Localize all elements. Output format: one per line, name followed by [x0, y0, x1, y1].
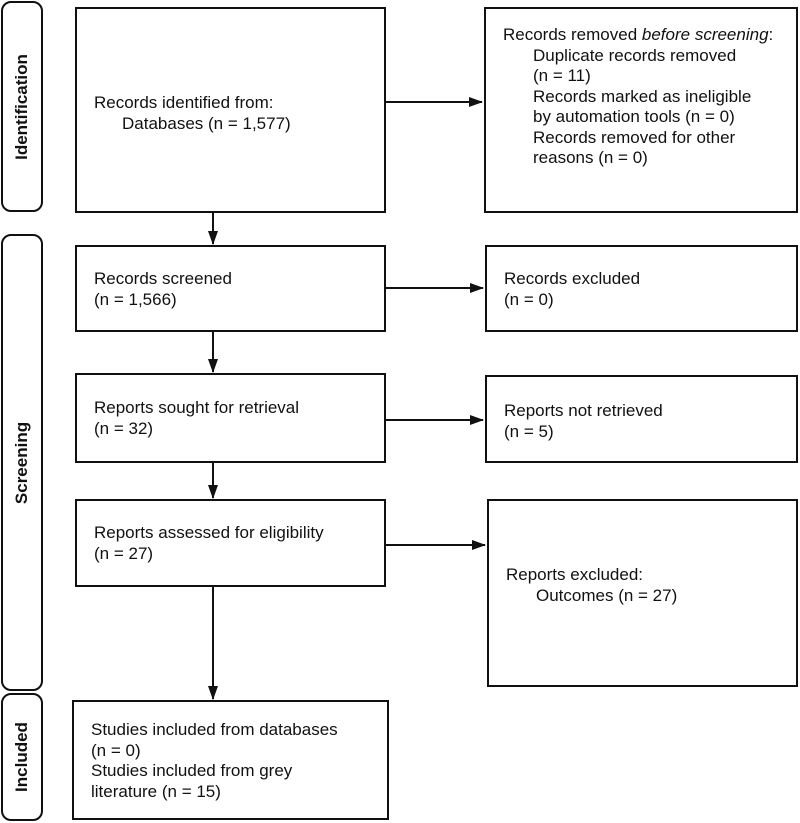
reports-assessed-box: Reports assessed for eligibility (n = 27…	[75, 499, 386, 587]
records-identified-databases: Databases (n = 1,577)	[122, 113, 291, 133]
records-removed-title-colon: :	[768, 25, 774, 44]
reports-sought-box: Reports sought for retrieval (n = 32)	[75, 373, 386, 463]
reports-excluded-outcomes: Outcomes (n = 27)	[536, 585, 678, 605]
phase-identification: Identification	[1, 1, 43, 212]
records-screened-box: Records screened (n = 1,566)	[75, 245, 386, 332]
duplicate-records-line1: Duplicate records removed	[533, 45, 737, 65]
reports-excluded-box: Reports excluded: Outcomes (n = 27)	[487, 499, 798, 687]
reports-excluded-label: Reports excluded:	[506, 565, 644, 584]
records-identified-label: Records identified from:	[94, 93, 274, 112]
studies-included-box: Studies included from databases (n = 0) …	[72, 700, 389, 820]
records-screened-label: Records screened	[94, 269, 232, 288]
records-excluded-box: Records excluded (n = 0)	[485, 245, 798, 332]
records-identified-box: Records identified from: Databases (n = …	[75, 7, 386, 213]
records-removed-title-italic: before screening	[641, 25, 769, 44]
phase-included: Included	[1, 693, 43, 821]
studies-included-databases-line2: (n = 0)	[91, 740, 141, 760]
ineligible-records-line2: by automation tools (n = 0)	[533, 107, 735, 126]
records-excluded-count: (n = 0)	[504, 289, 554, 309]
records-removed-title-plain: Records removed	[503, 25, 642, 44]
duplicate-records-line2: (n = 11)	[533, 66, 591, 85]
studies-included-grey-line1: Studies included from grey	[91, 761, 293, 780]
reports-assessed-count: (n = 27)	[94, 543, 154, 563]
phase-screening: Screening	[1, 234, 43, 691]
studies-included-databases-line1: Studies included from databases	[91, 720, 338, 739]
records-screened-count: (n = 1,566)	[94, 289, 177, 309]
other-removed-line1: Records removed for other	[533, 127, 736, 147]
ineligible-records-line1: Records marked as ineligible	[533, 86, 752, 106]
reports-not-retrieved-label: Reports not retrieved	[504, 401, 663, 420]
reports-not-retrieved-box: Reports not retrieved (n = 5)	[485, 375, 798, 463]
reports-sought-count: (n = 32)	[94, 418, 154, 438]
records-removed-before-screening-box: Records removed before screening: Duplic…	[484, 7, 798, 213]
reports-assessed-label: Reports assessed for eligibility	[94, 523, 324, 542]
other-removed-line2: reasons (n = 0)	[533, 148, 648, 167]
reports-not-retrieved-count: (n = 5)	[504, 421, 554, 441]
records-removed-title: Records removed before screening:	[503, 25, 796, 46]
records-excluded-label: Records excluded	[504, 269, 641, 288]
studies-included-grey-line2: literature (n = 15)	[91, 781, 221, 801]
reports-sought-label: Reports sought for retrieval	[94, 398, 300, 417]
